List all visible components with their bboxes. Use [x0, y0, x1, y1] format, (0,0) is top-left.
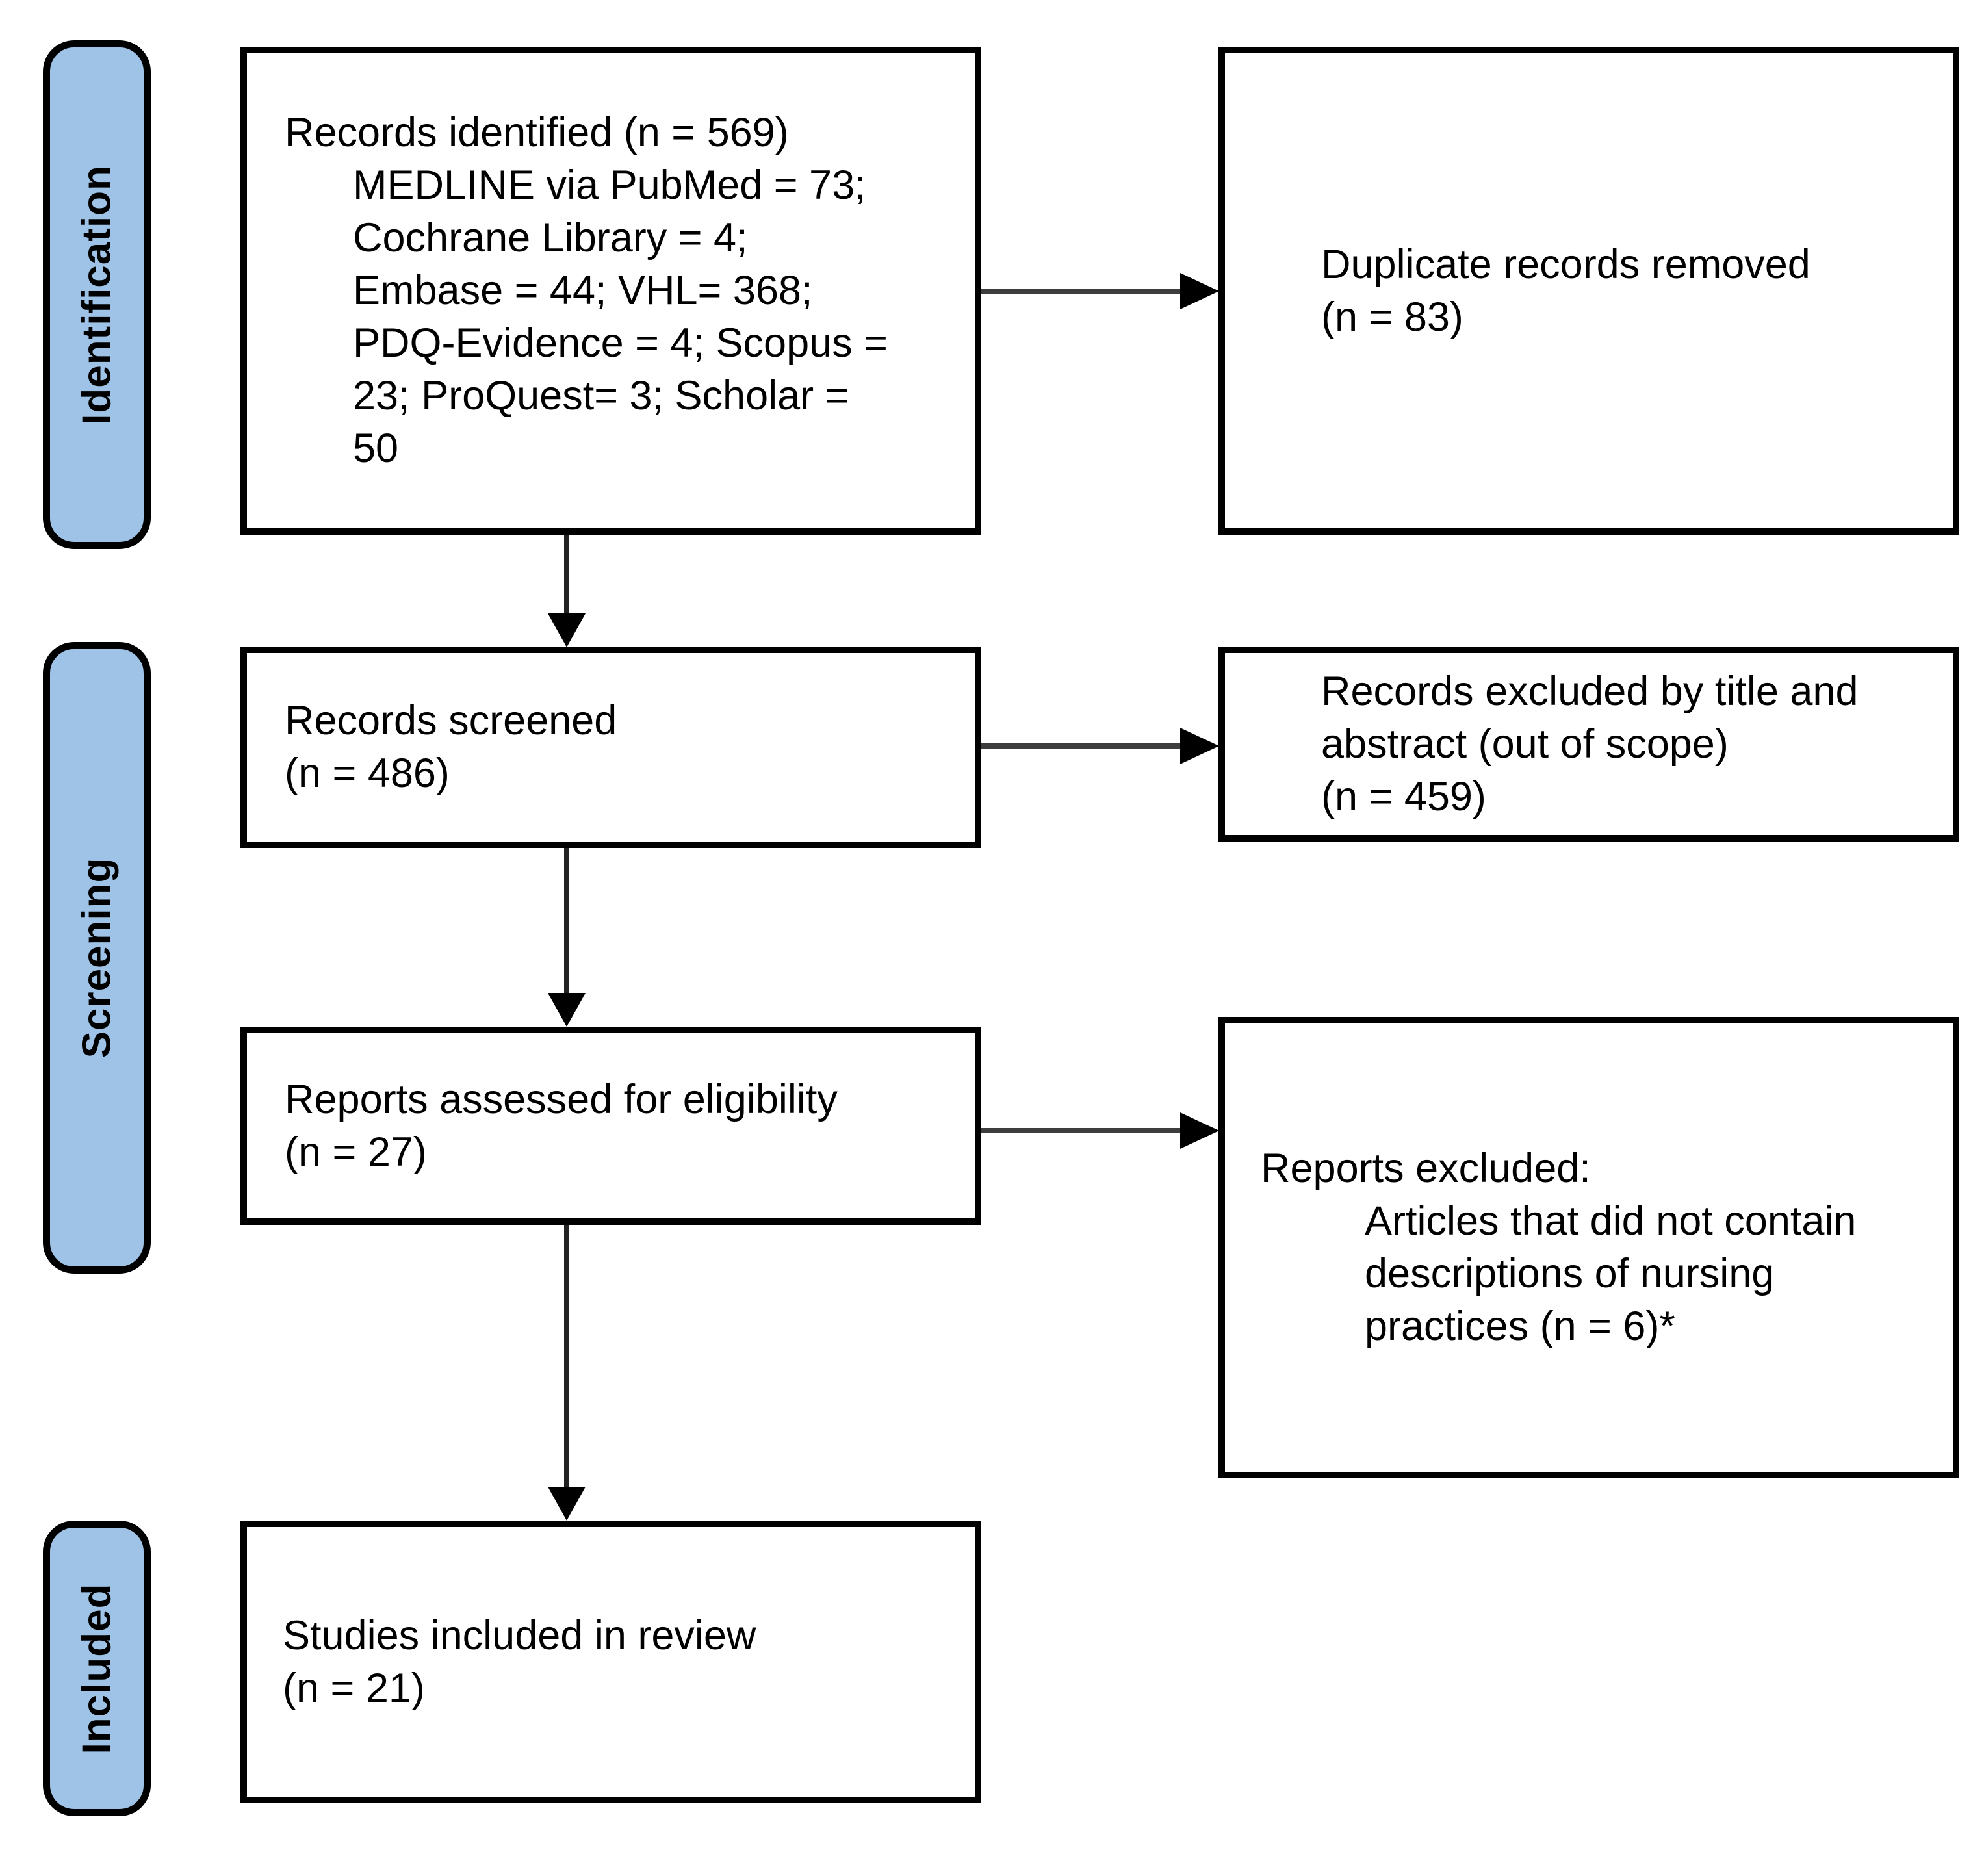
reports-excluded-heading: Reports excluded:	[1261, 1146, 1591, 1191]
reports-excluded-box: Reports excluded: Articles that did not …	[1218, 1017, 1959, 1478]
records-identified-source: PDQ-Evidence = 4; Scopus =	[353, 320, 888, 366]
records-identified-source: Cochrane Library = 4;	[353, 215, 748, 261]
arrow-line	[981, 1128, 1184, 1133]
arrow-head-down-icon	[548, 993, 586, 1027]
arrow-line	[564, 1225, 569, 1490]
arrow-line	[564, 535, 569, 618]
stage-identification-label: Identification	[74, 164, 120, 425]
reports-excluded-reason: descriptions of nursing	[1365, 1251, 1775, 1296]
records-screened-box: Records screened (n = 486)	[240, 647, 981, 848]
records-identified-box: Records identified (n = 569) MEDLINE via…	[240, 47, 981, 535]
studies-included-box: Studies included in review (n = 21)	[240, 1521, 981, 1803]
arrow-line	[981, 743, 1184, 749]
arrow-head-down-icon	[548, 1487, 586, 1521]
arrow-head-right-icon	[1180, 1112, 1219, 1149]
records-excluded-box: Records excluded by title and abstract (…	[1218, 647, 1959, 842]
reports-assessed-box: Reports assessed for eligibility (n = 27…	[240, 1027, 981, 1225]
records-identified-source: Embase = 44; VHL= 368;	[353, 268, 813, 313]
studies-included-text: Studies included in review	[283, 1612, 756, 1658]
records-identified-total: Records identified (n = 569)	[285, 110, 789, 155]
reports-assessed-count: (n = 27)	[285, 1129, 427, 1175]
studies-included-count: (n = 21)	[283, 1665, 425, 1711]
stage-included-label: Included	[74, 1583, 120, 1754]
records-excluded-text: Records excluded by title and	[1321, 668, 1859, 714]
records-screened-count: (n = 486)	[285, 751, 450, 796]
records-identified-source: 50	[353, 426, 399, 471]
arrow-line	[564, 848, 569, 996]
records-identified-source: 23; ProQuest= 3; Scholar =	[353, 373, 849, 418]
reports-excluded-reason: practices (n = 6)*	[1365, 1304, 1675, 1349]
arrow-head-down-icon	[548, 613, 586, 647]
duplicate-records-removed-box: Duplicate records removed (n = 83)	[1218, 47, 1959, 535]
stage-screening-label: Screening	[74, 857, 120, 1059]
records-excluded-text: abstract (out of scope)	[1321, 721, 1729, 767]
stage-screening: Screening	[43, 642, 151, 1274]
arrow-line	[981, 289, 1184, 294]
records-excluded-count: (n = 459)	[1321, 773, 1486, 819]
stage-identification: Identification	[43, 40, 151, 549]
duplicates-removed-count: (n = 83)	[1321, 294, 1463, 340]
stage-included: Included	[43, 1521, 151, 1816]
reports-excluded-reason: Articles that did not contain	[1365, 1198, 1857, 1244]
reports-assessed-text: Reports assessed for eligibility	[285, 1076, 838, 1122]
records-screened-text: Records screened	[285, 698, 617, 743]
arrow-head-right-icon	[1180, 728, 1219, 764]
duplicates-removed-text: Duplicate records removed	[1321, 241, 1810, 287]
records-identified-source: MEDLINE via PubMed = 73;	[353, 162, 866, 208]
arrow-head-right-icon	[1180, 273, 1219, 309]
